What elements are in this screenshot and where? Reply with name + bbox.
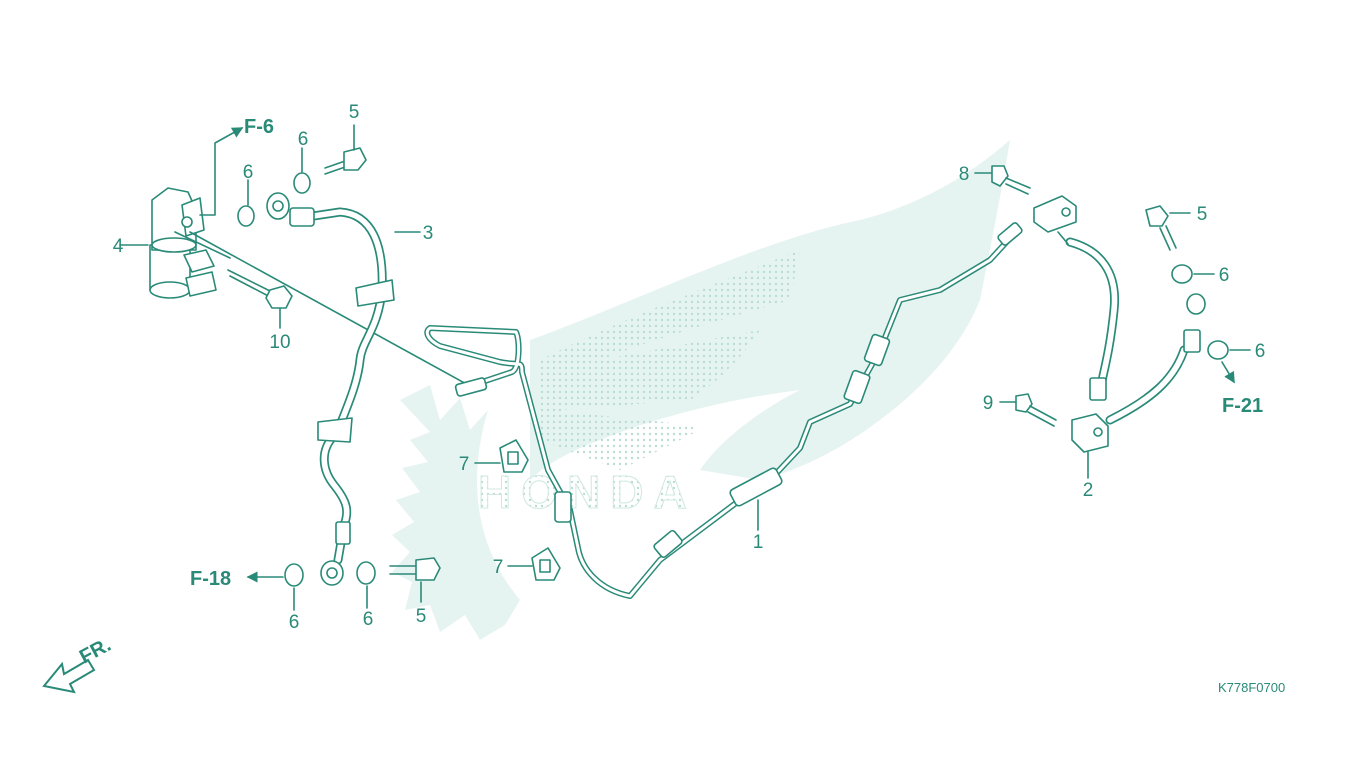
callout-5-bottom: 5 <box>416 606 427 627</box>
washer-part-6-right-upper <box>1171 264 1193 284</box>
callout-8: 8 <box>959 164 970 185</box>
front-direction-arrow: FR. <box>42 634 115 694</box>
f6-leader-line <box>199 127 244 216</box>
callout-6-right-lower: 6 <box>1255 341 1266 362</box>
f21-leader-line <box>1221 361 1235 384</box>
callout-9: 9 <box>983 393 994 414</box>
watermark-text: HONDA <box>478 466 697 518</box>
callout-5-top: 5 <box>349 102 360 123</box>
joint-part-4 <box>149 187 231 299</box>
reference-f21: F-21 <box>1222 395 1263 417</box>
callout-2: 2 <box>1083 480 1094 501</box>
callout-6-top: 6 <box>298 129 309 150</box>
callout-4: 4 <box>113 236 124 257</box>
callout-3: 3 <box>423 223 434 244</box>
washer-part-6-bottom-mid <box>356 561 376 585</box>
callout-1: 1 <box>753 532 764 553</box>
banjo-fitting-right <box>1186 293 1206 315</box>
bolt-part-9 <box>999 393 1057 427</box>
callout-5-right: 5 <box>1197 204 1208 225</box>
joint-leader-line <box>189 231 471 387</box>
bolt-part-5-bottom <box>389 557 441 603</box>
callout-6-bottom-left: 6 <box>289 612 300 633</box>
callout-10: 10 <box>269 332 290 353</box>
diagram-code: K778F0700 <box>1218 680 1285 695</box>
bolt-part-5-right <box>1145 205 1191 251</box>
hose-part-3 <box>266 192 395 586</box>
bolt-part-10 <box>227 269 293 329</box>
callout-6-bottom-mid: 6 <box>363 609 374 630</box>
reference-f6: F-6 <box>244 116 274 138</box>
callout-6-right-upper: 6 <box>1219 265 1230 286</box>
washer-part-6-left <box>237 205 255 227</box>
callout-7-upper: 7 <box>459 454 470 475</box>
bolt-part-5-top <box>324 124 367 175</box>
washer-part-6-top <box>293 172 311 194</box>
reference-f18: F-18 <box>190 568 231 590</box>
callout-6-left: 6 <box>243 162 254 183</box>
bolt-part-8 <box>974 165 1031 195</box>
washer-part-6-right-lower <box>1207 340 1229 360</box>
wing-dotted-feathers <box>540 250 800 470</box>
callout-7-lower: 7 <box>493 557 504 578</box>
clip-part-7-lower <box>507 547 561 581</box>
washer-part-6-bottom-left <box>284 563 304 587</box>
clip-part-7-upper <box>474 439 529 473</box>
hose-part-2 <box>1033 195 1189 479</box>
brake-pipe-part-1 <box>424 222 1023 599</box>
hose-fitting-right <box>1183 329 1201 353</box>
